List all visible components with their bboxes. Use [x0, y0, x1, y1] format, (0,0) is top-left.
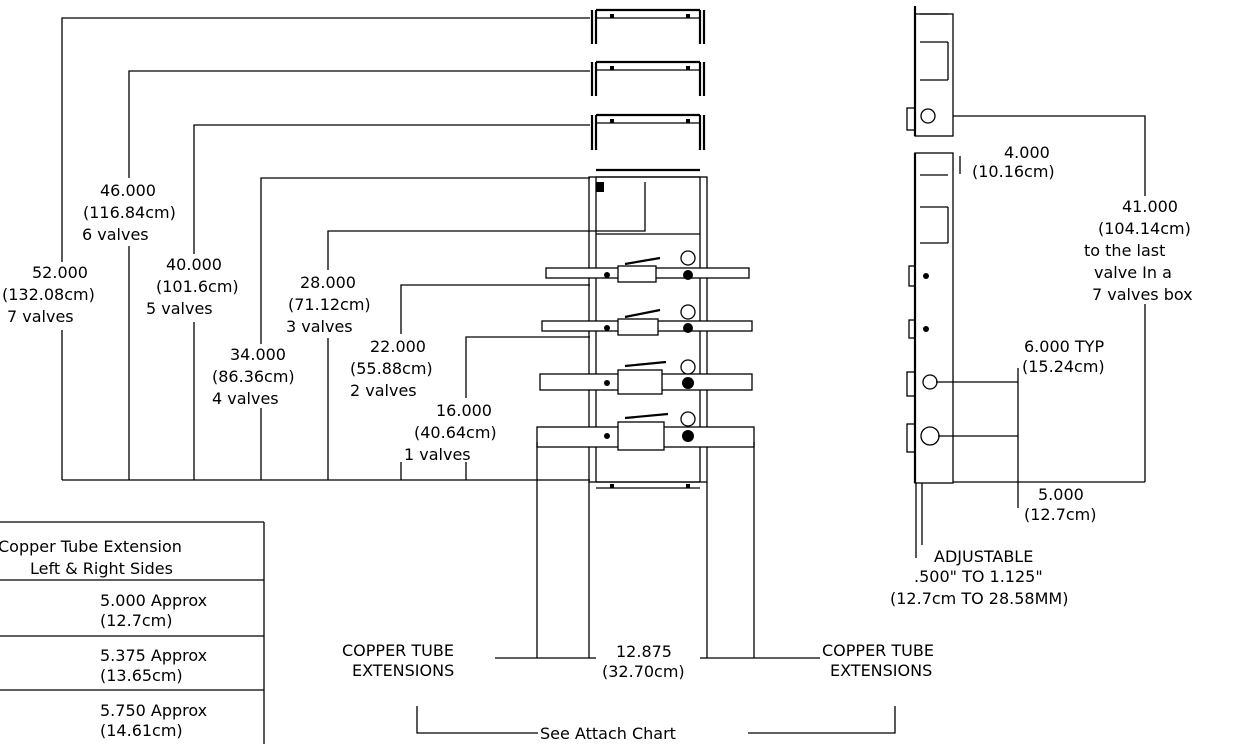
copper-right-line1: COPPER TUBE [822, 641, 934, 660]
adjustable-line1: ADJUSTABLE [934, 547, 1033, 566]
bottom-value: 5.000 [1038, 485, 1084, 504]
dim-22-value: 22.000 [370, 337, 426, 356]
side-depth-dim: 4.000 (10.16cm) [959, 143, 1055, 181]
dim-16-note: 1 valves [404, 445, 471, 464]
side-view-main [906, 152, 954, 558]
attach-chart-label: See Attach Chart [540, 724, 676, 743]
valve-assembly-3 [539, 359, 753, 395]
dim-34: 34.000 (86.36cm) 4 valves [208, 344, 312, 408]
dim-52-note: 7 valves [7, 307, 74, 326]
last-valve-value: 41.000 [1122, 197, 1178, 216]
dim-34-value: 34.000 [230, 345, 286, 364]
dim-52-value: 52.000 [32, 263, 88, 282]
adjustable-line2: .500" TO 1.125" [914, 567, 1043, 586]
last-valve-line3: 7 valves box [1092, 285, 1193, 304]
side-depth-metric: (10.16cm) [972, 162, 1055, 181]
side-view-top [906, 6, 954, 137]
copper-right-label: COPPER TUBE EXTENSIONS [822, 641, 934, 680]
box-outline-7-valves [590, 8, 706, 44]
dim-28-value: 28.000 [300, 273, 356, 292]
width-dimension: 12.875 (32.70cm) [495, 442, 820, 681]
dim-16: 16.000 (40.64cm) 1 valves [400, 398, 518, 464]
dim-40-metric: (101.6cm) [156, 277, 239, 296]
table-header-line1: Copper Tube Extension [0, 537, 182, 556]
dim-22-metric: (55.88cm) [350, 359, 433, 378]
dim-22-note: 2 valves [350, 381, 417, 400]
copper-left-line2: EXTENSIONS [352, 661, 454, 680]
side-spacing-dim: 6.000 TYP (15.24cm) [936, 337, 1105, 482]
copper-left-line1: COPPER TUBE [342, 641, 454, 660]
dim-28-metric: (71.12cm) [288, 295, 371, 314]
side-adjustable-note: ADJUSTABLE .500" TO 1.125" (12.7cm TO 28… [890, 547, 1068, 608]
width-value: 12.875 [616, 642, 672, 661]
dim-40: 40.000 (101.6cm) 5 valves [146, 254, 246, 322]
dim-52: 52.000 (132.08cm) 7 valves [2, 262, 120, 330]
bottom-metric: (12.7cm) [1024, 505, 1097, 524]
spacing-value: 6.000 TYP [1024, 337, 1104, 356]
dim-52-metric: (132.08cm) [2, 285, 95, 304]
table-row-2-value: 5.375 Approx [100, 646, 207, 665]
dim-46-note: 6 valves [82, 225, 149, 244]
table-row-3-value: 5.750 Approx [100, 701, 207, 720]
dim-46-value: 46.000 [100, 181, 156, 200]
table-row-2-metric: (13.65cm) [100, 666, 183, 685]
table-header-line2: Left & Right Sides [30, 559, 173, 578]
table-row-1-metric: (12.7cm) [100, 611, 173, 630]
copper-left-label: COPPER TUBE EXTENSIONS [342, 641, 454, 680]
last-valve-line2: valve In a [1094, 263, 1172, 282]
dimension-lines-left [61, 17, 646, 481]
table-row-1-value: 5.000 Approx [100, 591, 207, 610]
dim-28-note: 3 valves [286, 317, 353, 336]
extension-table: Copper Tube Extension Left & Right Sides… [0, 521, 265, 744]
dim-28: 28.000 (71.12cm) 3 valves [286, 270, 382, 338]
dim-34-note: 4 valves [212, 389, 279, 408]
valve-assembly-2 [541, 304, 753, 336]
box-outline-5-valves [590, 113, 706, 150]
dim-40-note: 5 valves [146, 299, 213, 318]
dim-16-value: 16.000 [436, 401, 492, 420]
dim-16-metric: (40.64cm) [414, 423, 497, 442]
side-bottom-dim: 5.000 (12.7cm) [953, 481, 1145, 524]
table-row-3-metric: (14.61cm) [100, 721, 183, 740]
dim-22: 22.000 (55.88cm) 2 valves [346, 334, 454, 400]
side-last-valve-dim: 41.000 (104.14cm) to the last valve In a… [953, 115, 1224, 482]
copper-right-line2: EXTENSIONS [830, 661, 932, 680]
spacing-metric: (15.24cm) [1022, 357, 1105, 376]
last-valve-metric: (104.14cm) [1098, 219, 1191, 238]
dim-34-metric: (86.36cm) [212, 367, 295, 386]
valve-assembly-4 [536, 411, 755, 451]
box-outline-6-valves [590, 60, 706, 96]
side-depth-value: 4.000 [1004, 143, 1050, 162]
dim-46: 46.000 (116.84cm) 6 valves [80, 178, 180, 246]
dim-40-value: 40.000 [166, 255, 222, 274]
attach-chart-bracket: See Attach Chart [416, 706, 896, 743]
width-metric: (32.70cm) [602, 662, 685, 681]
valve-assembly-1 [545, 250, 750, 283]
dim-46-metric: (116.84cm) [83, 203, 176, 222]
last-valve-line1: to the last [1084, 241, 1165, 260]
adjustable-line3: (12.7cm TO 28.58MM) [890, 589, 1068, 608]
